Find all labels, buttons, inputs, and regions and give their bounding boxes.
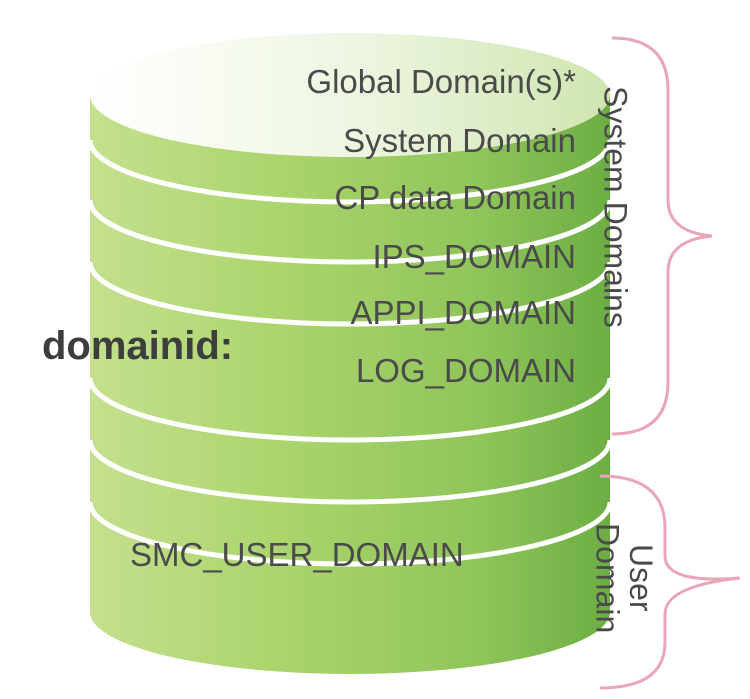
user-domain-label-line1: User [623, 544, 660, 612]
domain-label-system: System Domain [343, 122, 576, 159]
band-line [87, 501, 613, 567]
domain-label-cp-data: CP data Domain [334, 179, 576, 216]
system-domains-bracket [611, 36, 713, 436]
band-line [87, 377, 613, 443]
domain-label-log: LOG_DOMAIN [355, 352, 576, 389]
domain-label-appi: APPI_DOMAIN [350, 294, 576, 331]
band-line [87, 439, 613, 505]
domainid-keyword: domainid: [42, 324, 234, 368]
band-line [87, 139, 613, 205]
domain-label-ips: IPS_DOMAIN [372, 238, 576, 275]
cylinder-body [90, 95, 610, 674]
user-domain-label-line2: Domain [589, 522, 626, 634]
domain-label-global: Global Domain(s)* [306, 63, 576, 100]
cylinder-top [90, 33, 610, 157]
band-line [87, 261, 613, 327]
band-line [87, 199, 613, 265]
user-domain-bracket [599, 474, 741, 690]
system-domains-label: System Domains [597, 86, 634, 328]
domain-label-smc-user: SMC_USER_DOMAIN [130, 536, 464, 573]
user-domain-label: User Domain [589, 508, 660, 648]
